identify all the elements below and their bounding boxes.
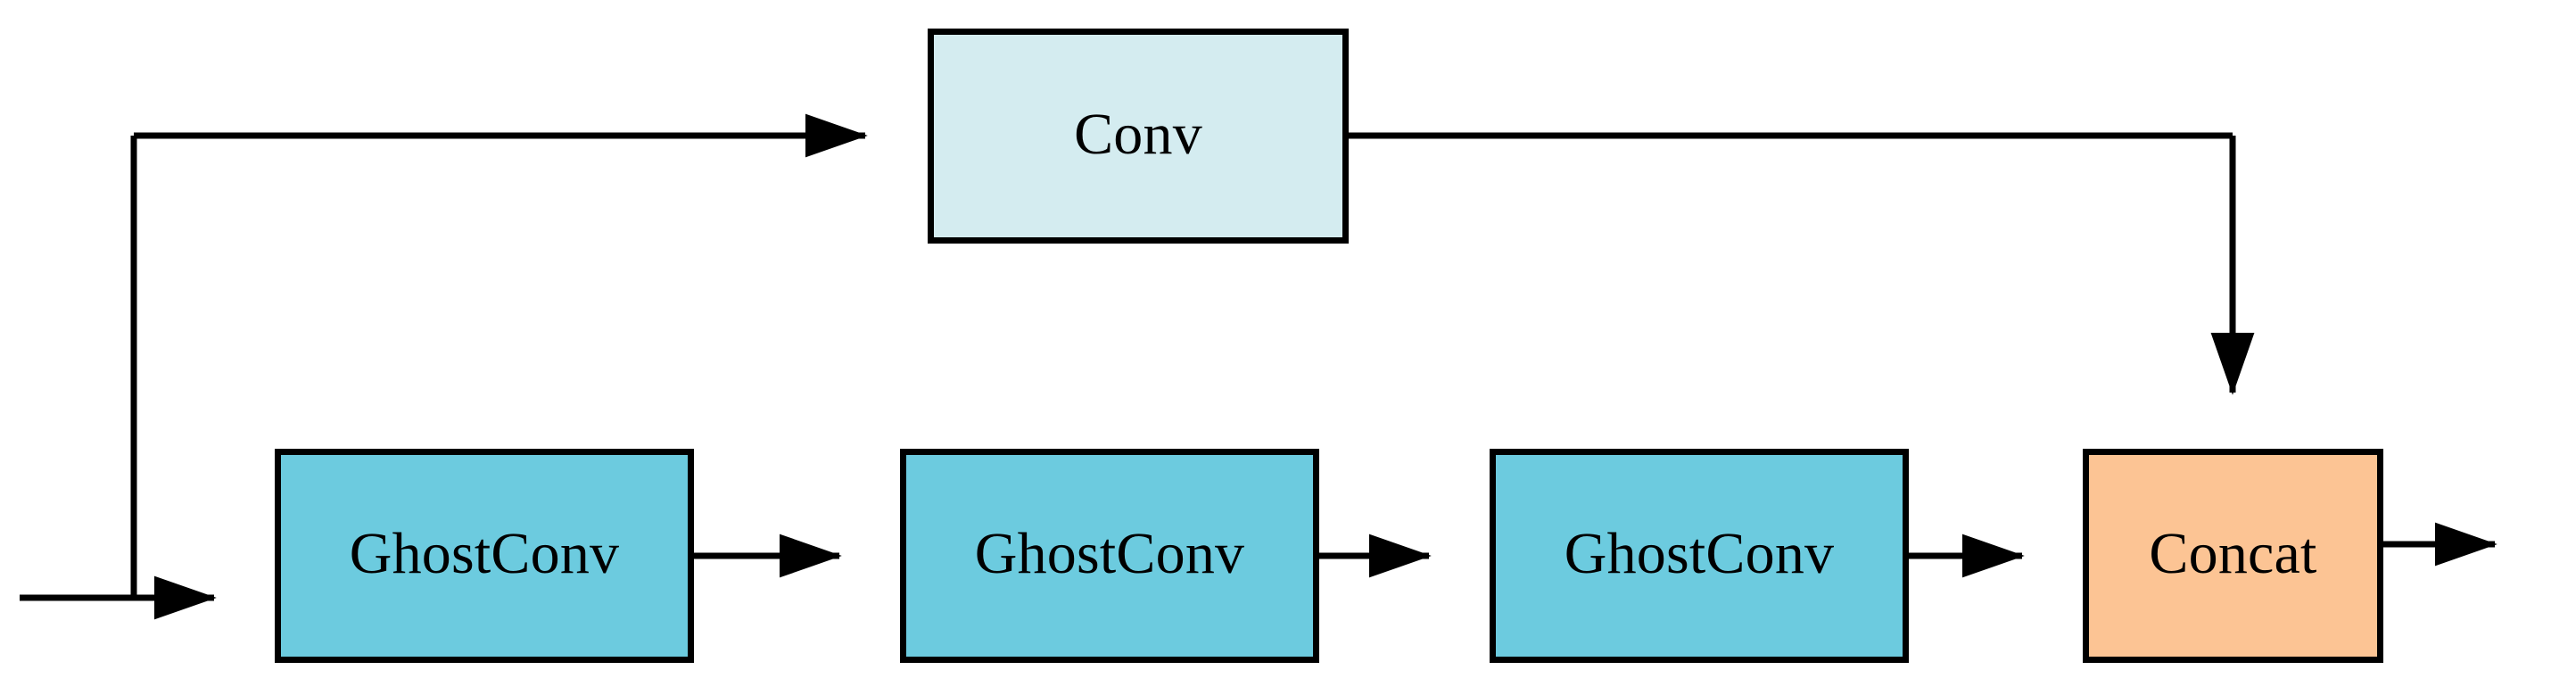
node-ghostconv-2[interactable]: GhostConv [900, 449, 1319, 663]
node-ghostconv-3-label: GhostConv [1564, 521, 1835, 586]
node-ghostconv-3[interactable]: GhostConv [1490, 449, 1909, 663]
node-concat-label: Concat [2149, 521, 2317, 586]
node-concat[interactable]: Concat [2083, 449, 2383, 663]
node-ghostconv-1[interactable]: GhostConv [275, 449, 694, 663]
node-ghostconv-2-label: GhostConv [974, 521, 1245, 586]
node-conv-label: Conv [1074, 101, 1202, 167]
node-ghostconv-1-label: GhostConv [349, 521, 620, 586]
node-conv[interactable]: Conv [928, 29, 1349, 244]
